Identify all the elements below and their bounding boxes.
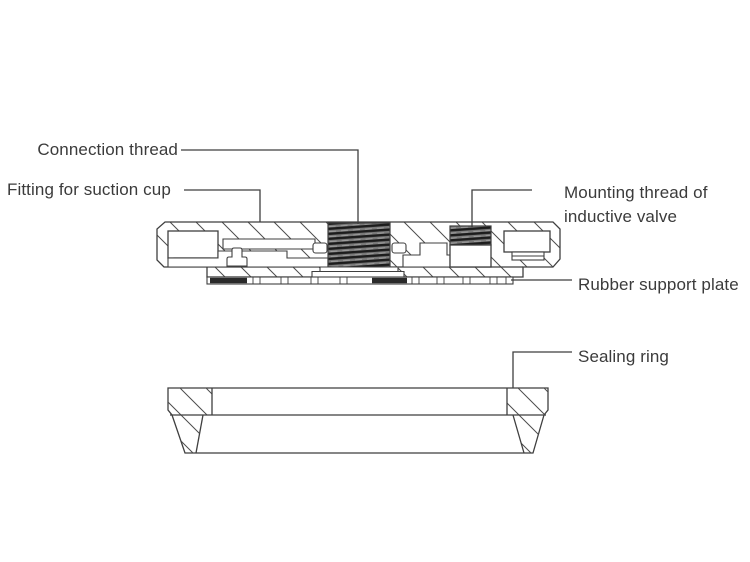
leader-lines <box>181 149 572 388</box>
ring-left-lip-face <box>172 415 203 453</box>
connection-thread-bore <box>327 222 391 268</box>
label-fitting-for-suction-cup: Fitting for suction cup <box>7 180 171 199</box>
leader-connection-thread <box>181 149 359 224</box>
rubber-strip-ticks <box>252 277 507 284</box>
ring-right-lip-inner-slant <box>512 414 525 454</box>
leader-mounting-thread <box>471 189 532 227</box>
label-sealing-ring: Sealing ring <box>578 347 669 366</box>
right-pocket <box>503 230 551 253</box>
rubber-strip-dark-segment-left <box>210 277 247 284</box>
thread-flange-step1 <box>319 266 399 273</box>
rubber-support-plate-strip <box>206 276 514 285</box>
valve-pocket <box>449 244 492 268</box>
sealing-ring-section-view <box>167 387 549 454</box>
label-mounting-thread: Mounting thread of inductive valve <box>564 181 734 229</box>
rubber-strip-dark-segment-right <box>372 277 407 284</box>
support-plate-section-view <box>156 221 561 285</box>
ring-outline <box>167 387 549 454</box>
support-bump <box>226 247 248 267</box>
leader-fitting-suction-cup <box>184 189 261 222</box>
thread-flange-step2 <box>311 270 405 278</box>
suction-cup-pocket <box>167 230 219 259</box>
air-channel-left <box>167 250 329 268</box>
label-mounting-thread-line1: Mounting thread of <box>564 183 708 202</box>
thread-side-notch-right <box>391 242 407 254</box>
ring-left-cut-face <box>168 388 212 415</box>
leader-sealing-ring <box>512 351 572 388</box>
valve-thread-bore <box>449 225 492 246</box>
ring-left-lip-inner-slant <box>195 414 204 454</box>
ring-right-lip-face <box>513 415 544 453</box>
air-channel-right <box>402 242 451 268</box>
thread-side-notch-left <box>312 242 328 254</box>
ring-right-cut-face <box>507 388 548 415</box>
label-connection-thread: Connection thread <box>37 140 178 159</box>
label-rubber-support-plate: Rubber support plate <box>578 275 739 294</box>
label-mounting-thread-line2: inductive valve <box>564 207 678 226</box>
